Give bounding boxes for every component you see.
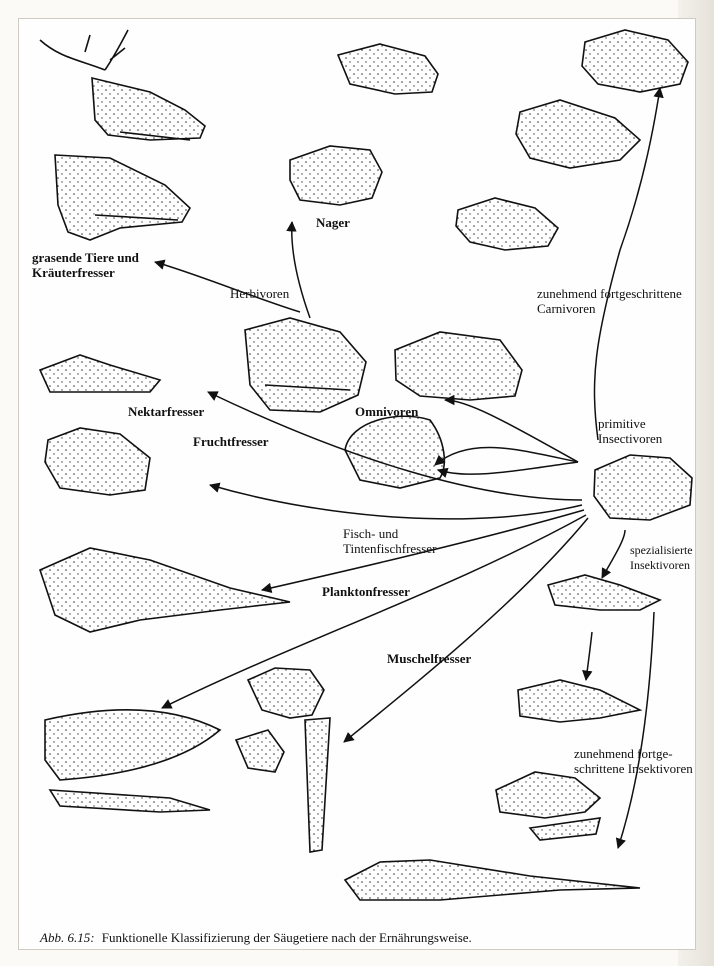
label-fruchtfresser: Fruchtfresser [193,434,269,449]
carnivore-skull-2 [516,100,640,168]
walrus-skull [236,668,330,852]
label-primitive: primitive [598,416,646,431]
nectar-bat-skull [40,355,160,392]
label-omnivoren: Omnivoren [355,404,418,419]
deer-skull [40,30,205,140]
fruit-bat-skull [45,428,150,495]
label-insektivoren: Insektivoren [630,558,690,573]
label-nager: Nager [316,215,350,230]
horse-skull [55,155,190,240]
label-nektarfresser: Nektarfresser [128,404,204,419]
arrow-to-anteater-3 [618,612,654,848]
label-herbivoren: Herbivoren [230,286,289,301]
label-planktonfresser: Planktonfresser [322,584,410,599]
rodent-skull-2 [290,146,382,205]
label-grasende: grasende Tiere und [32,250,139,265]
anteater-skull-2 [496,772,600,840]
label-insectivoren: Insectivoren [598,431,662,446]
label-carnivoren-line1: zunehmend fortgeschrittene [537,286,682,301]
arrow-to-bear [438,462,578,474]
baleen-whale-skull [45,710,220,812]
arrow-to-spezialisiert [602,530,625,578]
arrow-to-anteater-1 [586,632,592,680]
arrow-to-frucht [210,485,582,519]
label-fisch-line1: Fisch- und [343,526,398,541]
label-fortge-line1: zunehmend fortge- [574,746,673,761]
arrow-to-omnivoren [445,400,578,462]
primitive-insectivore-skull [594,455,692,520]
label-fisch-line2: Tintenfischfresser [343,541,436,556]
caption-prefix: Abb. 6.15: [40,930,95,945]
arrow-to-nager [292,222,310,318]
carnivore-skull-1 [582,30,688,92]
specialized-insectivore-skull [548,575,660,610]
dolphin-skull [40,548,290,632]
caption-text: Funktionelle Klassifizierung der Säugeti… [102,930,472,945]
anteater-skull-3 [345,860,640,900]
carnivore-skull-3 [456,198,558,250]
label-spezialisierte: spezialisierte [630,543,693,558]
rodent-skull-1 [338,44,438,94]
pig-skull [245,318,366,412]
label-muschelfresser: Muschelfresser [387,651,471,666]
label-fortge-line2: schrittene Insektivoren [574,761,693,776]
label-carnivoren-line2: Carnivoren [537,301,595,316]
figure-caption: Abb. 6.15: Funktionelle Klassifizierung … [40,930,472,946]
bear-skull [395,332,522,400]
anteater-skull-1 [518,680,640,722]
label-kraeuterfresser: Kräuterfresser [32,265,115,280]
